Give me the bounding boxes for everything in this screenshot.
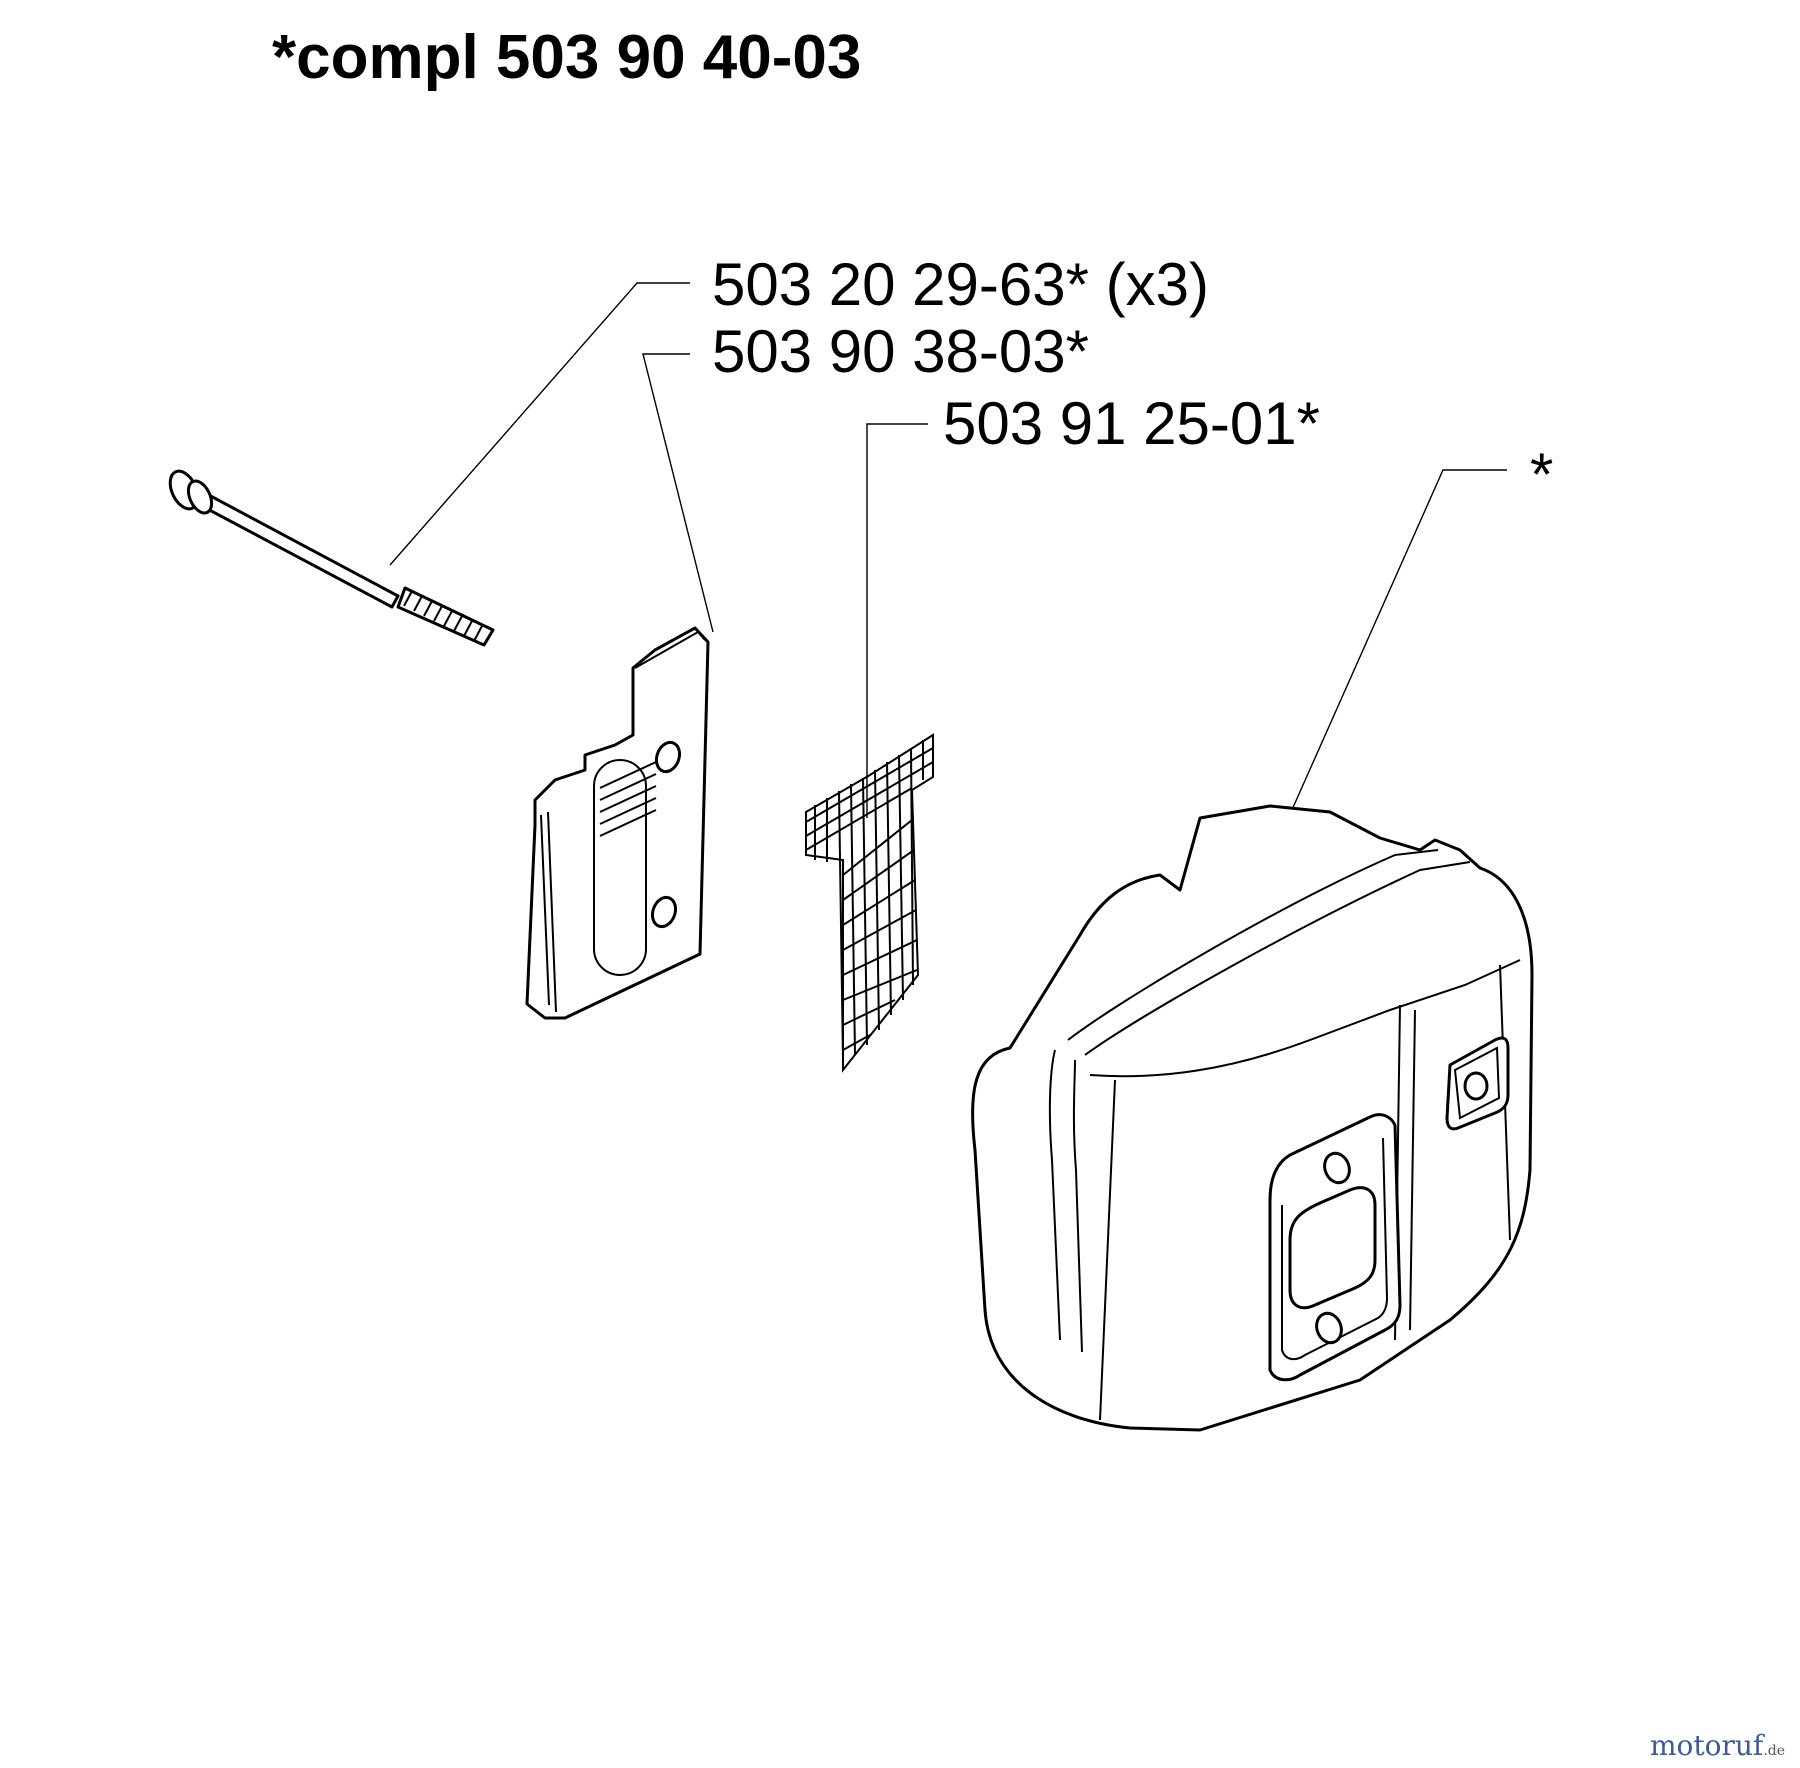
bolt-part xyxy=(168,469,495,647)
callout-label-plate: 503 90 38-03* xyxy=(712,318,1089,385)
assembly-title: *compl 503 90 40-03 xyxy=(272,23,861,92)
muffler-part xyxy=(971,804,1534,1432)
leader-line-screen xyxy=(866,423,928,818)
callout-label-bolt: 503 20 29-63* (x3) xyxy=(712,251,1209,318)
leader-line-plate xyxy=(642,353,714,633)
callout-label-screen: 503 91 25-01* xyxy=(943,390,1320,457)
callout-label-muffler: * xyxy=(1530,441,1553,508)
leader-line-muffler xyxy=(1282,469,1507,831)
spark-screen-part xyxy=(805,733,934,1073)
watermark-text: motoruf.de xyxy=(1650,1729,1785,1762)
leader-line-bolt xyxy=(389,282,690,566)
deflector-plate-part xyxy=(525,626,710,1020)
